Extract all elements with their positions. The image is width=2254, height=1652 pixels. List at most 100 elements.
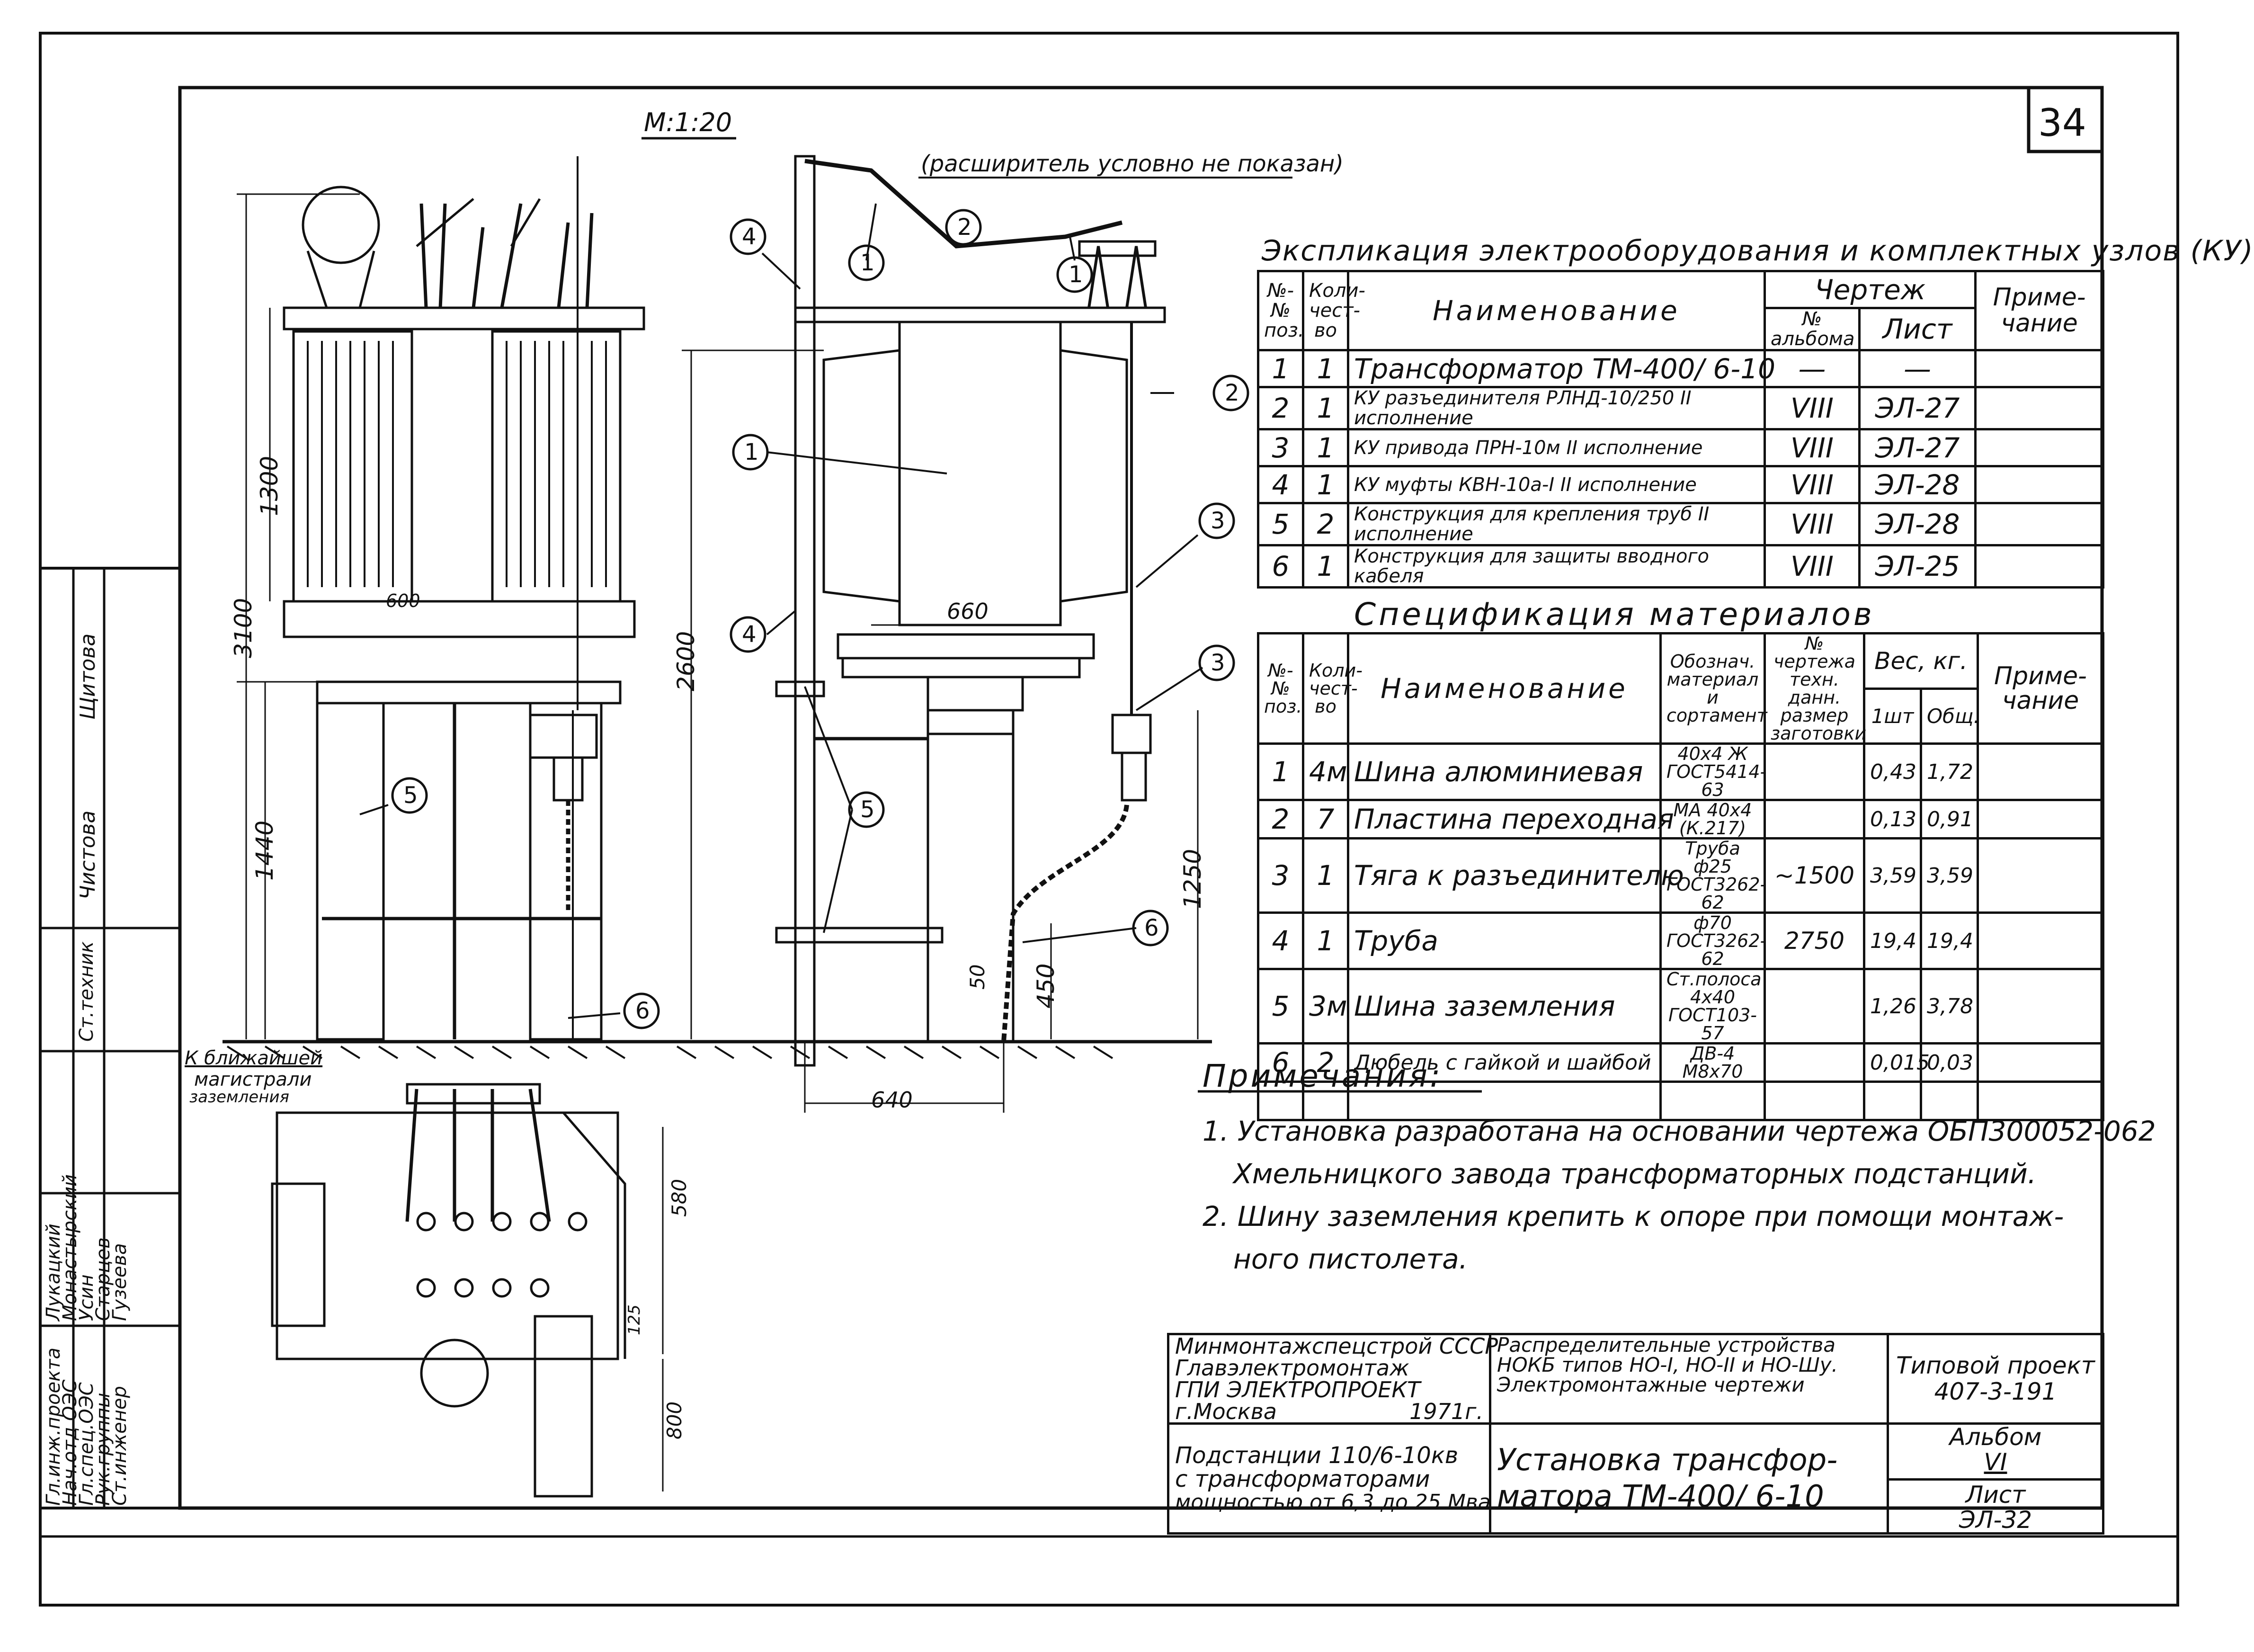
dim-50: 50 [966,964,989,990]
note-line-1: 1. Установка разработана на основании че… [1203,1115,2156,1147]
ground-label-2: магистрали [194,1069,312,1090]
expl-header-pos: №-№ поз. [1257,270,1304,351]
callout-label: 5 [860,796,875,823]
callout-label: 6 [1144,915,1159,941]
cell: 0,43 [1863,742,1922,801]
callout-3-lower [1198,644,1235,681]
tb-album-number: VI [1984,1448,2007,1476]
cell [1257,1080,1304,1121]
callout-5-right [848,791,885,828]
title-block: Минмонтажспецстрой СССР Главэлектромонта… [1167,1333,2104,1535]
dim-125: 125 [625,1304,644,1335]
tb-organization: Минмонтажспецстрой СССР Главэлектромонта… [1167,1333,1498,1425]
cell: — [1858,349,1977,388]
tb-city: г.Москва [1175,1399,1277,1424]
cell [1977,911,2104,970]
cell: 2 [1302,1042,1349,1083]
callout-2-top [945,209,982,246]
tb-album-sheet: Альбом VI Лист ЭЛ-32 [1887,1422,2104,1535]
table-row: 1 4м Шина алюминиевая 40х4 Ж ГОСТ5414-63… [1257,742,2104,801]
dim-1300: 1300 [256,455,283,516]
tb-subject-line: с трансформаторами [1175,1466,1430,1493]
stamp-role: Ст.инженер [109,1386,131,1506]
cell: 1 [1302,386,1349,430]
tb-subject-line: Подстанции 110/6-10кв [1175,1442,1459,1469]
cell [1764,1042,1865,1083]
expl-header-note: Приме-чание [1974,270,2105,351]
tb-org-line: ГПИ ЭЛЕКТРОПРОЕКТ [1175,1377,1421,1402]
cell: Пластина переходная [1347,799,1674,839]
specification-title: Спецификация материалов [1354,596,1875,633]
spec-header-w-total: Общ. [1920,687,1980,745]
spec-header-w-unit: 1шт [1863,687,1922,745]
cell [1764,968,1865,1045]
tb-title-line: Установка трансфор- [1497,1442,1838,1478]
cell: ЭЛ-25 [1858,544,1977,589]
cell: Труба ф25 ГОСТ3262-62 [1659,837,1766,914]
tb-drawing-title: Установка трансфор- матора ТМ-400/ 6-10 [1489,1422,1889,1535]
dim-1440: 1440 [251,820,278,881]
cell: 19,4 [1863,911,1922,970]
tb-subject: Подстанции 110/6-10кв с трансформаторами… [1167,1422,1491,1535]
cell [1764,742,1865,801]
callout-5-left [391,777,428,814]
cell: Трансформатор ТМ-400/ 6-10 [1347,349,1775,388]
cell: 4м [1302,742,1349,801]
spec-header-drawing: № чертежа техн. данн. размер заготовки [1764,632,1866,745]
transformer-plan-view [271,1083,664,1498]
callout-label: 2 [957,214,972,241]
explication-table: №-№ поз. Коли-чест-во Наименование Черте… [1257,270,2105,589]
spec-header-note: Приме-чание [1977,632,2104,745]
cell: — [1764,349,1861,388]
cell: 0,03 [1920,1042,1979,1083]
cell: КУ разъединителя РЛНД-10/250 II исполнен… [1347,386,1766,430]
cell [1863,1080,1922,1121]
dim-2600: 2600 [672,631,700,691]
tb-album-label: Альбом [1949,1423,2042,1451]
cell [1977,1080,2104,1121]
callout-6-right [1132,910,1169,947]
tb-sheet-number: ЭЛ-32 [1959,1506,2032,1534]
table-row-empty [1257,1080,2104,1121]
note-line-2: Хмельницкого завода трансформаторных под… [1233,1158,2037,1190]
callout-label: 1 [860,250,875,276]
tb-series-line: Электромонтажные чертежи [1497,1373,1805,1396]
cell [1974,386,2105,430]
tb-series-line: НОКБ типов НО-I, НО-II и НО-Шу. [1497,1353,1838,1376]
cell: 2750 [1764,911,1865,970]
dim-800: 800 [663,1401,686,1439]
cell [1764,799,1865,839]
cell: 2 [1302,502,1349,546]
cell: Шина алюминиевая [1347,742,1662,801]
cell: 1,72 [1920,742,1979,801]
expl-header-sheet: Лист [1858,307,1977,351]
cell: 0,91 [1920,799,1979,839]
tb-series-line: Распределительные устройства [1497,1333,1835,1357]
dim-600: 600 [386,590,420,611]
dim-640: 640 [871,1087,913,1113]
expl-header-album: № альбома [1764,307,1861,351]
callout-6-left [623,992,660,1029]
cell: 2 [1257,386,1304,430]
cell: Шина заземления [1347,968,1662,1045]
table-row: 6 2 Дюбель с гайкой и шайбой ДВ-4 М8х70 … [1257,1042,2104,1083]
tb-divider [1889,1478,2102,1481]
note-line-4: ного пистолета. [1233,1243,1468,1275]
cell: 3,59 [1863,837,1922,914]
spec-header-weight: Вес, кг. [1863,632,1979,690]
cell: 1 [1302,911,1349,970]
expl-header-qty: Коли-чест-во [1302,270,1365,351]
cell: КУ привода ПРН-10м II исполнение [1347,428,1766,467]
cell [1977,742,2104,801]
cell: 1 [1302,428,1349,467]
callouts [391,209,1249,1029]
specification-table: №-№ поз. Коли-чест-во Наименование Обозн… [1257,632,2104,1121]
callout-2-right [1212,375,1249,411]
cell: VIII [1764,502,1861,546]
cell: 3,59 [1920,837,1979,914]
ground-label-3: заземления [189,1088,289,1107]
drawing-sheet: 34 М:1:20 (расширитель условно не показа… [39,32,2253,1607]
expl-header-name: Наименование [1347,270,1766,351]
stamp-role: Чистова [76,810,100,900]
dim-1250: 1250 [1179,848,1206,909]
